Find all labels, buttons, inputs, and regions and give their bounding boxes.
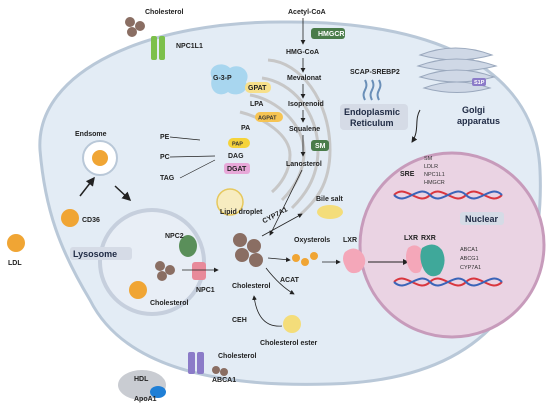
rxr-protein: [420, 244, 445, 277]
label-cholesterol-bottom: Cholesterol: [218, 353, 257, 360]
label-rxr: RXR: [421, 235, 436, 242]
lxr-free-protein: [343, 248, 366, 274]
label-pap: PAP: [232, 142, 243, 148]
pap-box: [228, 138, 250, 148]
label-ldl: LDL: [8, 260, 22, 267]
npc2-protein: [179, 235, 197, 257]
label-acat: ACAT: [280, 277, 300, 284]
label-cholesterol-ester: Cholesterol ester: [260, 340, 317, 347]
scap-srebp2-protein: [362, 79, 382, 101]
label-abca1: ABCA1: [212, 377, 236, 384]
sre-target-genes: SM LDLR NPC1L1 HMGCR: [424, 156, 445, 186]
label-sre: SRE: [400, 171, 415, 178]
label-isoprenoid: Isoprenoid: [288, 101, 324, 108]
label-lanosterol: Lanosterol: [286, 161, 322, 168]
cholesterol-cluster-bottom: [212, 366, 228, 376]
label-pa: PA: [241, 125, 250, 132]
npc1l1-transporter: [151, 36, 165, 60]
label-scap-srebp2: SCAP-SREBP2: [350, 69, 400, 76]
sre-target-3: HMGCR: [424, 180, 445, 186]
label-ceh: CEH: [232, 317, 247, 324]
cholesterol-center: [233, 233, 263, 267]
label-oxysterols: Oxysterols: [294, 237, 330, 244]
label-sm: SM: [315, 143, 326, 150]
label-cholesterol-top: Cholesterol: [145, 9, 184, 16]
label-dgat: DGAT: [227, 166, 247, 173]
label-er-line1: Endoplasmic: [344, 107, 400, 117]
cholesterol-cluster-top: [125, 17, 145, 37]
sm-box: [311, 140, 329, 151]
s1p-box: [472, 78, 486, 86]
label-acetyl-coa: Acetyl-CoA: [288, 9, 326, 16]
lysosome-cholesterol: [155, 261, 175, 281]
sre-target-2: NPC1L1: [424, 172, 445, 178]
label-agpat: AGPAT: [258, 116, 277, 122]
lysosome-label-box: [70, 247, 132, 260]
dna-lower-strand-b: [393, 277, 503, 287]
label-pc: PC: [160, 154, 170, 161]
dna-upper-strand-b: [393, 190, 503, 200]
label-g3p: G-3-P: [213, 75, 232, 82]
label-endosome: Endsome: [75, 131, 107, 138]
apoa1-protein: [150, 386, 166, 398]
label-lxr: LXR: [404, 235, 418, 242]
gpat-box: [245, 82, 271, 93]
label-pe: PE: [160, 134, 170, 141]
label-golgi-line1: Golgi: [462, 105, 485, 115]
label-lpa: LPA: [250, 101, 263, 108]
npc1-protein: [192, 262, 206, 280]
label-tag: TAG: [160, 175, 175, 182]
label-mevalonat: Mevalonat: [287, 75, 322, 82]
label-dag: DAG: [228, 153, 244, 160]
label-hmgcr: HMGCR: [318, 31, 344, 38]
lysosome: [98, 208, 206, 316]
label-lipid-droplet: Lipid droplet: [220, 209, 263, 216]
bile-salt: [317, 205, 343, 219]
label-nuclear: Nuclear: [465, 214, 499, 224]
sre-target-0: SM: [424, 156, 433, 162]
dgat-box: [224, 163, 250, 174]
label-cholesterol-lysosome: Cholesterol: [150, 300, 189, 307]
g3p-blob: [210, 64, 248, 95]
label-lxr-free: LXR: [343, 237, 357, 244]
lipid-droplet: [216, 188, 244, 216]
sre-target-1: LDLR: [424, 164, 438, 170]
lxr-target-2: CYP7A1: [460, 265, 481, 271]
cd36-bound-ldl: [61, 209, 79, 227]
label-golgi-line2: apparatus: [457, 116, 500, 126]
label-lysosome: Lysosome: [73, 249, 117, 259]
label-npc2: NPC2: [165, 233, 184, 240]
label-npc1l1: NPC1L1: [176, 43, 203, 50]
label-gpat: GPAT: [248, 85, 267, 92]
endosome-ldl: [92, 150, 108, 166]
oxysterols-molecules: [292, 252, 318, 266]
label-er-line2: Reticulum: [350, 118, 394, 128]
lxr-target-0: ABCA1: [460, 247, 478, 253]
label-cholesterol-center: Cholesterol: [232, 283, 271, 290]
label-apoa1: ApoA1: [134, 396, 157, 403]
nuclear-label-box: [460, 212, 504, 225]
ldl-particle: [7, 234, 25, 252]
label-s1p: S1P: [474, 80, 485, 86]
label-npc1: NPC1: [196, 287, 215, 294]
lxr-target-1: ABCG1: [460, 256, 479, 262]
er-label-box: [340, 104, 408, 130]
agpat-box: [255, 112, 283, 122]
label-squalene: Squalene: [289, 126, 320, 133]
hmgcr-box: [311, 28, 345, 39]
lxr-target-genes: ABCA1 ABCG1 CYP7A1: [460, 247, 481, 271]
lxr-protein: [406, 245, 424, 274]
label-hdl: HDL: [134, 376, 149, 383]
nucleus: [358, 151, 546, 339]
lysosome-ldl: [129, 281, 147, 299]
cholesterol-ester: [283, 315, 301, 333]
label-hmg-coa: HMG-CoA: [286, 49, 319, 56]
abca1-transporter: [188, 352, 204, 374]
label-bile-salt: Bile salt: [316, 196, 344, 203]
label-cd36: CD36: [82, 217, 100, 224]
